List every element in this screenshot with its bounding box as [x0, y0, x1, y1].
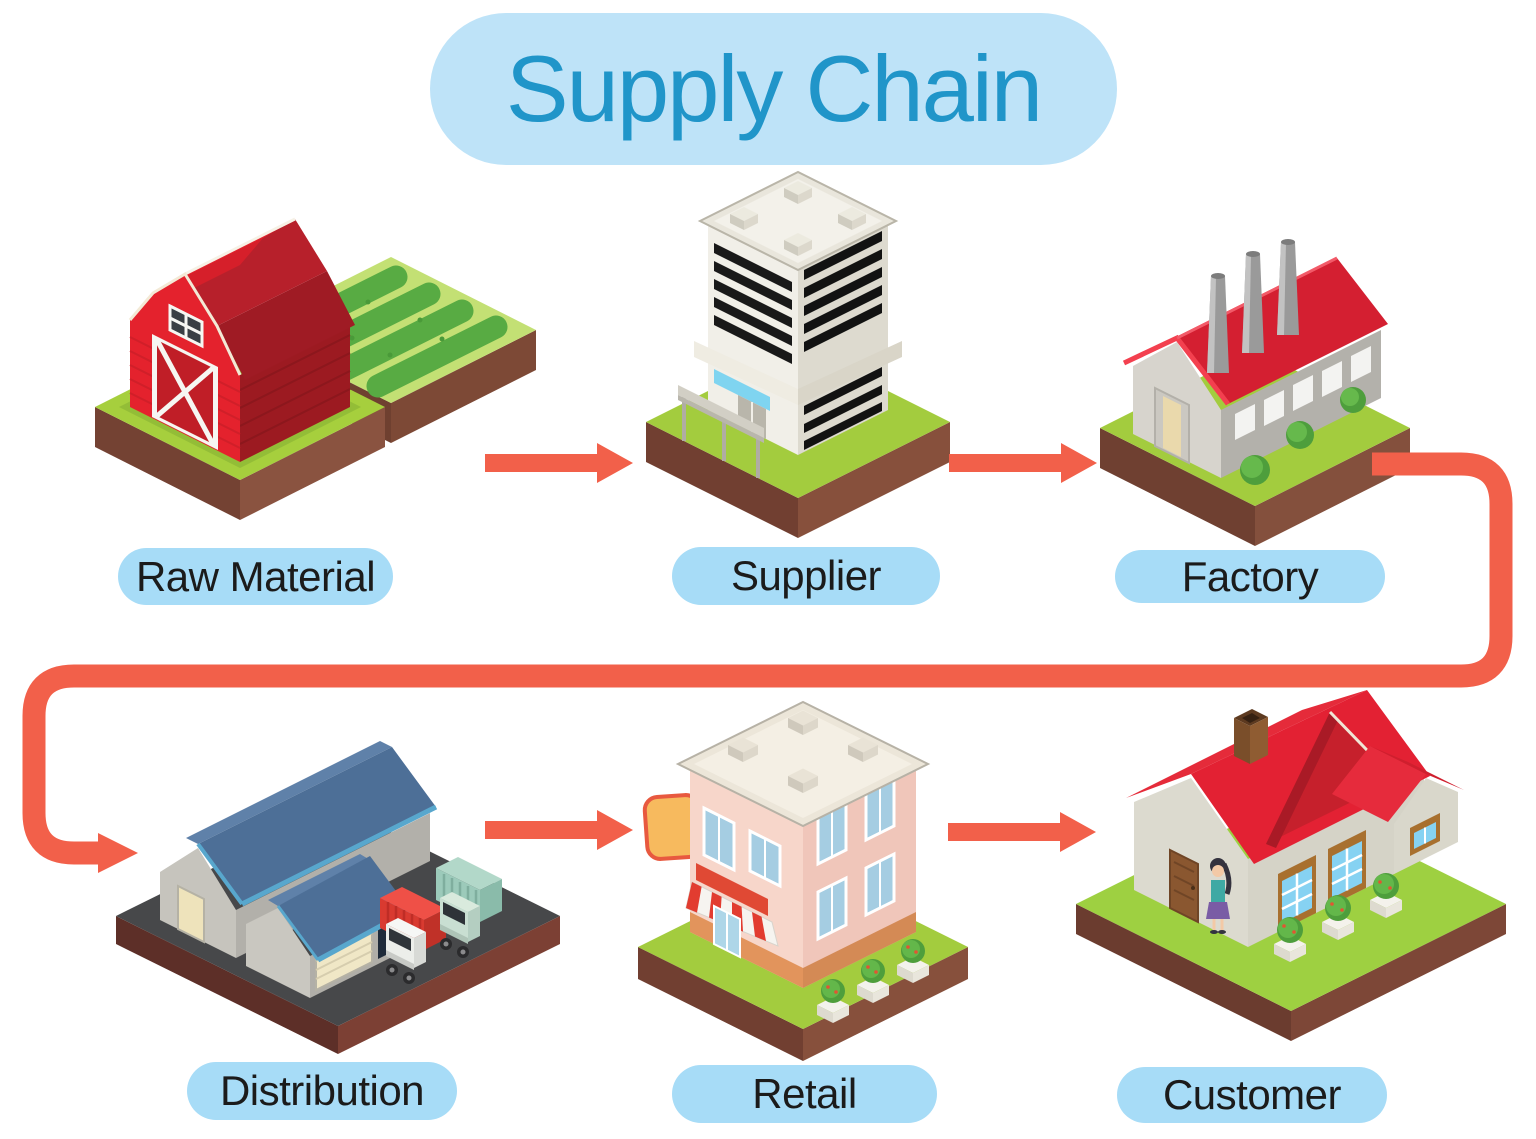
diagram-title-pill: Supply Chain — [430, 13, 1117, 165]
arrow-supplier-to-factory — [949, 443, 1097, 483]
node-label-text: Raw Material — [135, 552, 376, 600]
node-label-text: Supplier — [730, 552, 882, 599]
node-label-customer: Customer — [1117, 1067, 1387, 1123]
node-label-text: Factory — [1181, 552, 1319, 600]
barn-and-crops-icon — [95, 217, 536, 520]
node-label-retail: Retail — [672, 1065, 937, 1123]
warehouse-icon — [116, 741, 560, 1054]
node-label-text: Distribution — [219, 1067, 425, 1114]
office-building-icon — [646, 170, 950, 538]
retail-shop-icon — [638, 700, 968, 1061]
node-label-distribution: Distribution — [187, 1062, 457, 1120]
node-label-supplier: Supplier — [672, 547, 940, 605]
factory-icon — [1100, 239, 1410, 546]
arrow-distribution-to-retail — [485, 810, 633, 850]
node-label-factory: Factory — [1115, 550, 1385, 603]
person-figure — [1206, 858, 1232, 934]
arrow-raw-material-to-supplier — [485, 443, 633, 483]
house-icon — [1076, 690, 1506, 1041]
arrow-retail-to-customer — [948, 812, 1096, 852]
diagram-title: Supply Chain — [505, 36, 1043, 141]
node-label-text: Retail — [752, 1070, 857, 1117]
node-label-text: Customer — [1162, 1071, 1342, 1118]
node-label-raw-material: Raw Material — [118, 548, 393, 605]
